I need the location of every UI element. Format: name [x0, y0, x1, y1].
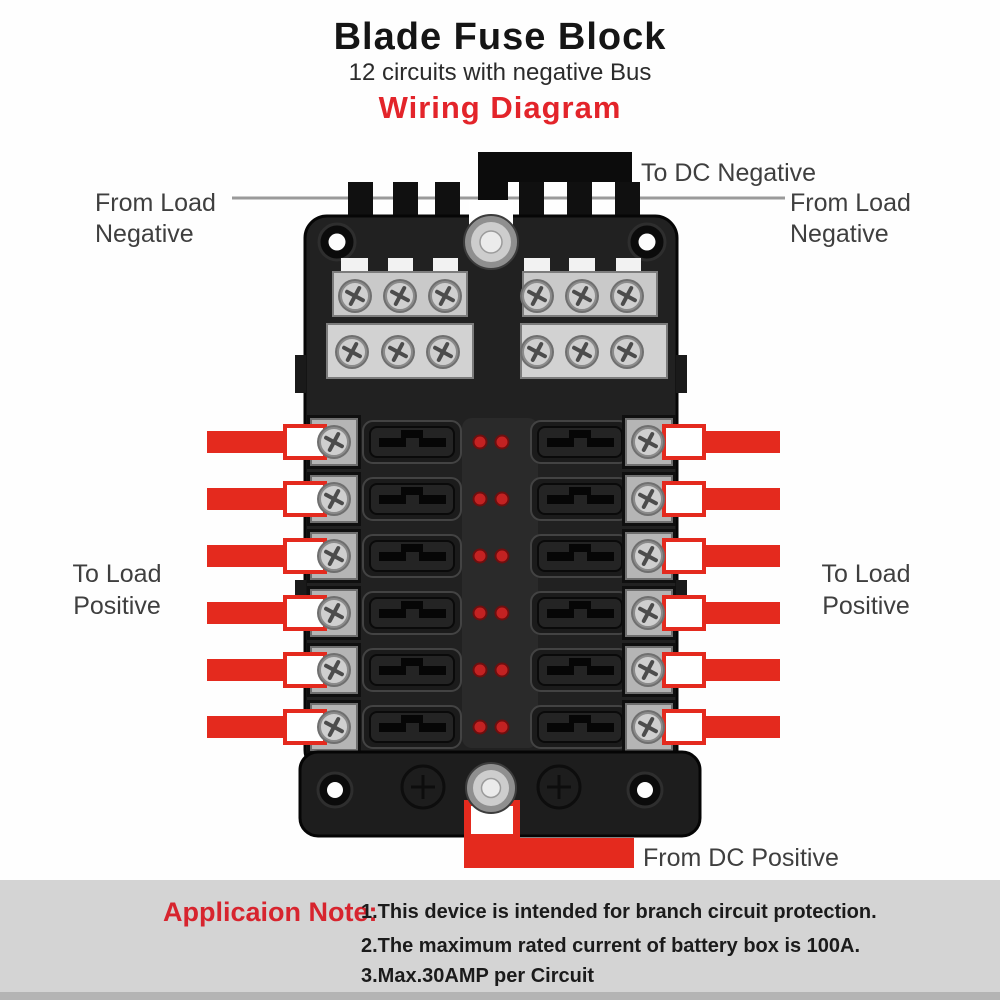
side-tab: [676, 355, 687, 393]
embossed-plus-right: [536, 764, 582, 810]
label-from-load-left-1: From Load: [95, 189, 216, 217]
label-from-load-right-1: From Load: [790, 189, 911, 217]
side-tab: [295, 355, 306, 393]
negative-bus-row-1: [332, 271, 658, 317]
bottom-strip: [0, 992, 1000, 1000]
label-from-dc-positive: From DC Positive: [643, 844, 839, 872]
bus-screw: [518, 333, 556, 371]
bus-screw: [608, 277, 646, 315]
bus-screw: [563, 333, 601, 371]
bus-screw: [563, 277, 601, 315]
mounting-hole-bottom-right: [626, 771, 664, 809]
application-note-heading: Applicaion Note:: [163, 897, 378, 927]
bus-screw: [379, 333, 417, 371]
mounting-hole-top-right: [627, 222, 667, 262]
bus-screw: [608, 333, 646, 371]
label-to-load-left-2: Positive: [73, 592, 161, 620]
wiring-diagram-heading: Wiring Diagram: [378, 90, 622, 125]
dc-positive-wire: [464, 800, 634, 868]
bus-screw: [336, 277, 374, 315]
page-subtitle: 12 circuits with negative Bus: [348, 59, 652, 86]
note-item-1: 1.This device is intended for branch cir…: [361, 901, 877, 923]
note-item-2: 2.The maximum rated current of battery b…: [361, 935, 861, 957]
led-column: [462, 418, 538, 748]
negative-bus-row-2: [326, 323, 668, 379]
page-title: Blade Fuse Block: [333, 16, 667, 58]
application-note-panel: [0, 880, 1000, 1000]
mounting-hole-bottom-left: [316, 771, 354, 809]
label-from-load-left-2: Negative: [95, 220, 194, 248]
dc-positive-stud: [465, 762, 517, 814]
bus-screw: [381, 277, 419, 315]
label-to-load-right-2: Positive: [822, 592, 910, 620]
dc-negative-stud: [463, 214, 519, 270]
embossed-plus-left: [400, 764, 446, 810]
bus-screw: [333, 333, 371, 371]
label-to-load-right-1: To Load: [822, 560, 911, 588]
label-from-load-right-2: Negative: [790, 220, 889, 248]
label-to-load-left-1: To Load: [73, 560, 162, 588]
bus-screw: [518, 277, 556, 315]
label-to-dc-negative: To DC Negative: [641, 159, 816, 187]
wiring-diagram: To DC Negative From Load Negative From L…: [73, 152, 911, 872]
mounting-hole-top-left: [317, 222, 357, 262]
bus-screw: [426, 277, 464, 315]
bus-screw: [424, 333, 462, 371]
note-item-3: 3.Max.30AMP per Circuit: [361, 965, 595, 987]
